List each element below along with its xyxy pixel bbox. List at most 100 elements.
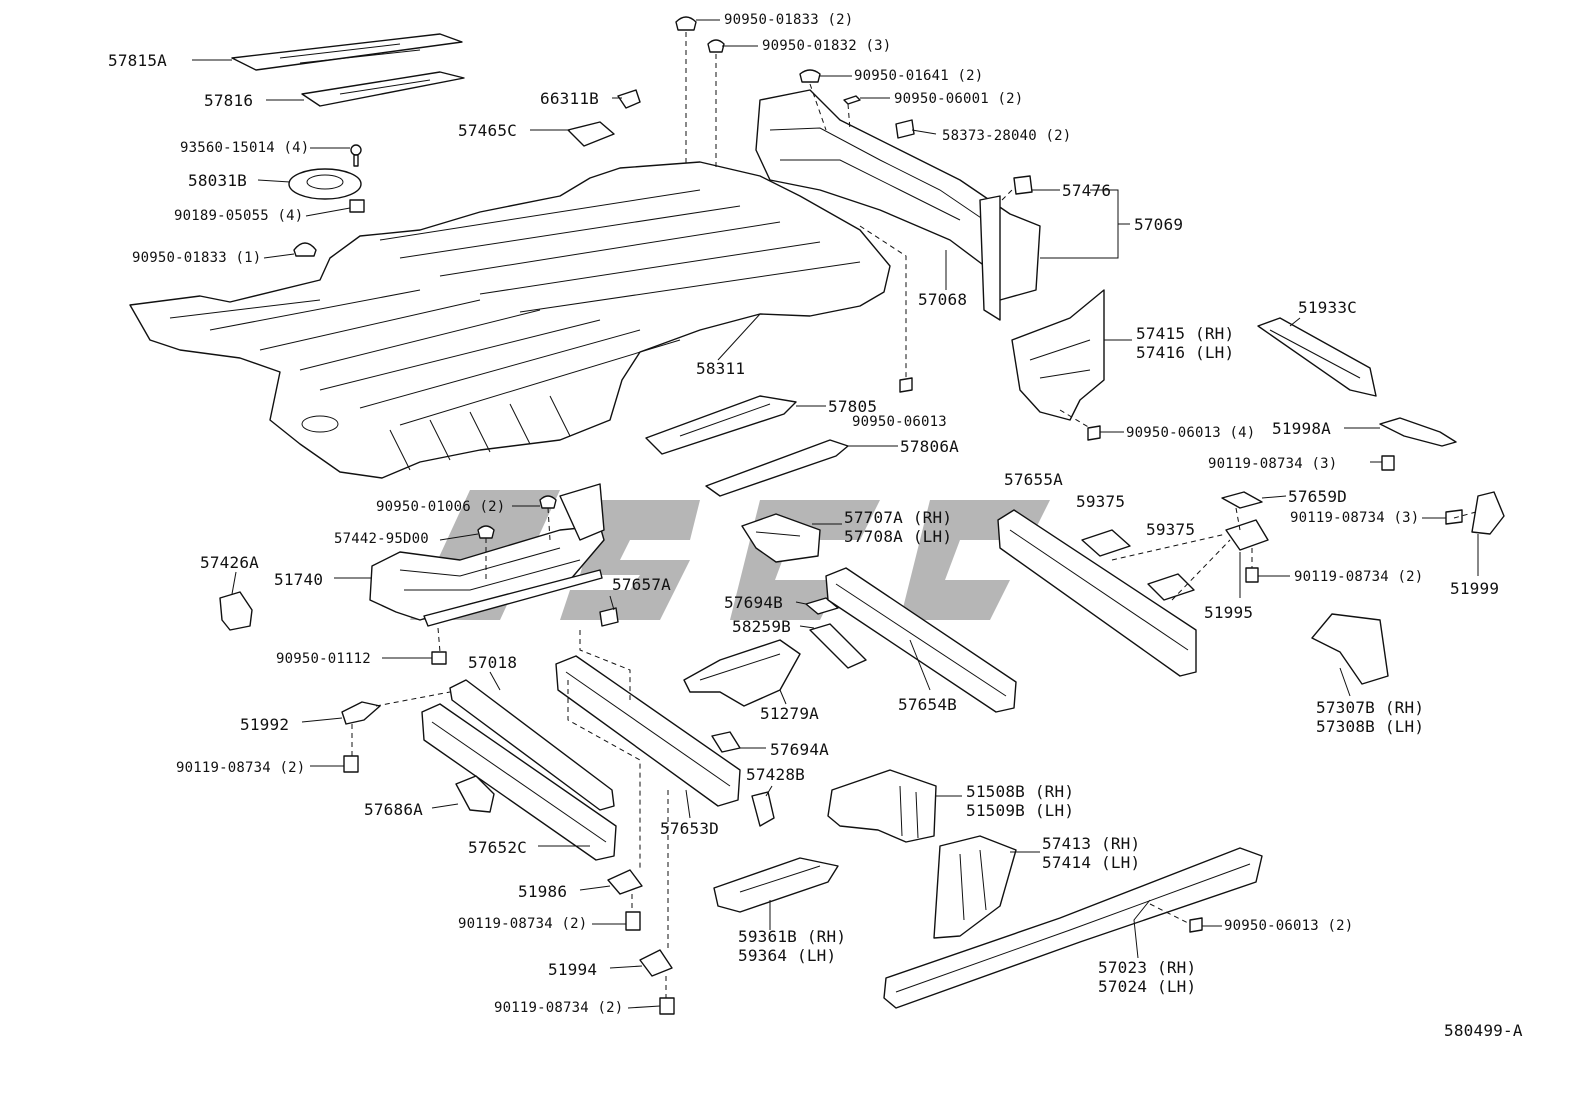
part-51995 xyxy=(1225,519,1269,551)
part-57694A xyxy=(711,731,741,753)
label-90950-06013-4: 90950-06013 (4) xyxy=(1126,425,1256,441)
part-57069 xyxy=(755,89,1041,301)
label-90950-01006: 90950-01006 (2) xyxy=(376,499,506,515)
label-57653D: 57653D xyxy=(660,819,719,838)
part-57442-95D00 xyxy=(477,525,495,539)
label-51999: 51999 xyxy=(1450,579,1500,598)
label-51994: 51994 xyxy=(548,960,598,979)
label-90950-06013-2: 90950-06013 (2) xyxy=(1224,918,1354,934)
label-57307B-57308B: 57307B (RH) 57308B (LH) xyxy=(1316,698,1424,736)
part-90950-01112 xyxy=(431,651,447,665)
label-57652C: 57652C xyxy=(468,838,527,857)
label-51986: 51986 xyxy=(518,882,568,901)
label-93560-15014: 93560-15014 (4) xyxy=(180,140,310,156)
part-58259B xyxy=(809,623,867,669)
label-58259B: 58259B xyxy=(732,617,791,636)
part-51986 xyxy=(607,869,643,895)
label-57659D: 57659D xyxy=(1288,487,1347,506)
part-57018 xyxy=(449,679,615,811)
label-57694A: 57694A xyxy=(770,740,829,759)
label-90950-01832: 90950-01832 (3) xyxy=(762,38,892,54)
part-57415 xyxy=(1011,289,1105,421)
label-59361B-59364: 59361B (RH) 59364 (LH) xyxy=(738,927,846,965)
label-90950-01112: 90950-01112 xyxy=(276,651,371,667)
label-58373-28040: 58373-28040 (2) xyxy=(942,128,1072,144)
label-51509B: 51509B (LH) xyxy=(966,801,1075,820)
label-51508B: 51508B (RH) xyxy=(966,782,1075,801)
label-57465C: 57465C xyxy=(458,121,517,140)
label-58031B: 58031B xyxy=(188,171,247,190)
label-57415-57416: 57415 (RH) 57416 (LH) xyxy=(1136,324,1234,362)
part-57815A xyxy=(231,33,463,71)
part-90119-08734-c xyxy=(343,755,359,773)
part-58311 xyxy=(129,161,891,479)
part-66311B xyxy=(617,89,641,109)
label-90950-01833-1: 90950-01833 (1) xyxy=(132,250,262,266)
part-57068 xyxy=(979,195,1001,321)
label-90950-01641: 90950-01641 (2) xyxy=(854,68,984,84)
part-57476 xyxy=(1013,175,1033,195)
part-90950-01833-b xyxy=(675,16,697,31)
label-57694B: 57694B xyxy=(724,593,783,612)
label-57413: 57413 (RH) xyxy=(1042,834,1141,853)
label-90119-08734-3a: 90119-08734 (3) xyxy=(1208,456,1338,472)
label-57805: 57805 xyxy=(828,397,878,416)
label-57816: 57816 xyxy=(204,91,254,110)
label-59364: 59364 (LH) xyxy=(738,946,837,965)
label-57708A: 57708A (LH) xyxy=(844,527,953,546)
part-51933C xyxy=(1257,317,1377,397)
part-57805 xyxy=(645,395,797,455)
label-57426A: 57426A xyxy=(200,553,259,572)
label-57023-57024: 57023 (RH) 57024 (LH) xyxy=(1098,958,1196,996)
label-90119-08734-2d: 90119-08734 (2) xyxy=(494,1000,624,1016)
part-90119-08734-e xyxy=(659,997,675,1015)
label-90119-08734-3b: 90119-08734 (3) xyxy=(1290,510,1420,526)
label-57415: 57415 (RH) xyxy=(1136,324,1235,343)
label-57018: 57018 xyxy=(468,653,518,672)
label-51279A: 51279A xyxy=(760,704,819,723)
label-57069: 57069 xyxy=(1134,215,1184,234)
part-59361B xyxy=(713,857,839,913)
label-90189-05055: 90189-05055 (4) xyxy=(174,208,304,224)
diagram-id: 580499-A xyxy=(1444,1021,1523,1040)
part-90950-01006 xyxy=(539,495,557,509)
part-90950-01832 xyxy=(707,39,725,53)
part-90119-08734-a xyxy=(1381,455,1395,471)
label-57414: 57414 (LH) xyxy=(1042,853,1141,872)
label-57686A: 57686A xyxy=(364,800,423,819)
label-57655A: 57655A xyxy=(1004,470,1063,489)
label-57657A: 57657A xyxy=(612,575,671,594)
label-90950-06013: 90950-06013 xyxy=(852,414,947,430)
label-90950-01833-2: 90950-01833 (2) xyxy=(724,12,854,28)
label-59375-a: 59375 xyxy=(1076,492,1126,511)
label-57307B: 57307B (RH) xyxy=(1316,698,1425,717)
part-51998A xyxy=(1379,417,1457,447)
part-51508B xyxy=(827,769,937,843)
part-57307B xyxy=(1311,613,1389,685)
label-51992: 51992 xyxy=(240,715,290,734)
label-51998A: 51998A xyxy=(1272,419,1331,438)
label-57428B: 57428B xyxy=(746,765,805,784)
part-57659D xyxy=(1221,491,1263,509)
label-58311: 58311 xyxy=(696,359,746,378)
part-51999 xyxy=(1471,491,1505,535)
part-58031B xyxy=(288,168,362,200)
part-90119-08734-b xyxy=(1245,567,1259,583)
part-51992 xyxy=(341,701,381,725)
part-57426A xyxy=(219,591,253,631)
part-57686A xyxy=(455,775,495,813)
label-57707A-57708A: 57707A (RH) 57708A (LH) xyxy=(844,508,952,546)
label-51508B-51509B: 51508B (RH) 51509B (LH) xyxy=(966,782,1074,820)
label-57815A: 57815A xyxy=(108,51,167,70)
label-57707A: 57707A (RH) xyxy=(844,508,953,527)
part-57465C xyxy=(567,121,615,147)
label-57476: 57476 xyxy=(1062,181,1112,200)
part-57655A xyxy=(997,509,1197,677)
part-90950-01833-a xyxy=(293,242,317,257)
label-57024: 57024 (LH) xyxy=(1098,977,1197,996)
part-93560-15014 xyxy=(350,144,362,156)
label-51995: 51995 xyxy=(1204,603,1254,622)
label-57308B: 57308B (LH) xyxy=(1316,717,1425,736)
